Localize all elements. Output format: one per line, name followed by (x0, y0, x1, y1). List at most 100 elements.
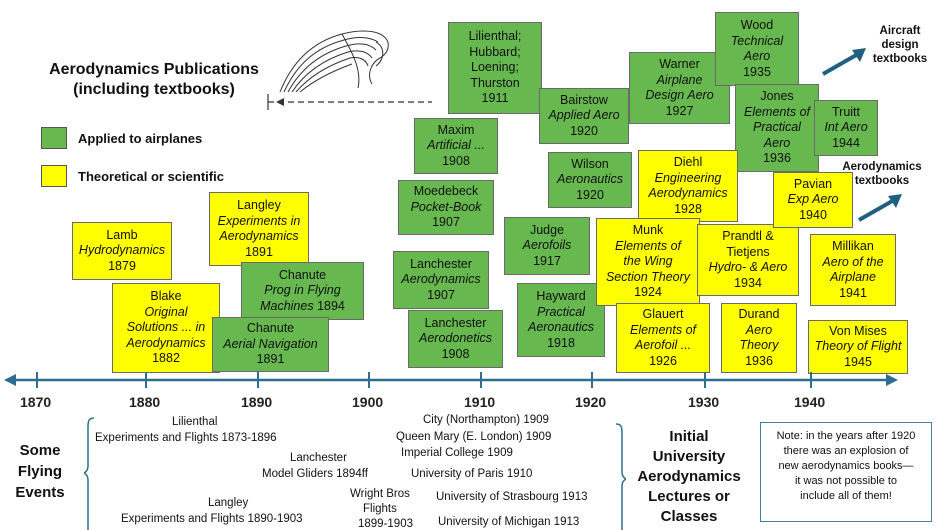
university-item: University of Michigan 1913 (438, 516, 580, 528)
legend-label-theoretical: Theoretical or scientific (78, 169, 224, 184)
pub-author: Prandtl & (722, 229, 774, 243)
pub-year: 1908 (441, 346, 470, 361)
pub-diehl: Diehl Engineering Aerodynamics 1928 (638, 150, 738, 222)
pub-author: Lamb (106, 227, 138, 242)
pub-moedebeck: Moedebeck Pocket-Book 1907 (398, 180, 494, 235)
pub-year: 1908 (442, 153, 470, 168)
pub-prandtl: Prandtl & Tietjens Hydro- & Aero 1934 (697, 224, 799, 296)
note-line: include all of them! (800, 490, 892, 502)
pub-title: Airplane (656, 72, 703, 87)
legend-swatch-theoretical (41, 165, 67, 187)
title-line-2: (including textbooks) (73, 81, 235, 98)
pub-title: Aerodynamics (126, 335, 206, 350)
pub-title: Exp Aero (787, 192, 839, 207)
tick-label-1940: 1940 (794, 394, 826, 410)
pub-year: 1907 (432, 215, 460, 230)
pub-author: Langley (237, 198, 281, 212)
pub-title: Aerodynamics (219, 229, 299, 243)
pub-year: 1882 (152, 351, 180, 366)
event-lanchester: Lanchester (290, 452, 347, 464)
pub-year: 1911 (481, 91, 509, 106)
label-line: Aerodynamics (842, 161, 922, 173)
pub-author: Glauert (642, 307, 684, 321)
event-langley: Langley (208, 497, 249, 509)
pub-title: Aerodonetics (419, 331, 492, 346)
university-label: Initial University Aerodynamics Lectures… (626, 427, 752, 527)
pub-blake: Blake Original Solutions ... in Aerodyna… (112, 283, 220, 373)
pub-year: 1944 (832, 135, 860, 150)
pub-author: Hubbard; (469, 44, 521, 59)
university-item: University of Paris 1910 (411, 468, 533, 480)
pub-author: Von Mises (829, 323, 887, 338)
label-line: Classes (660, 508, 718, 525)
label-line: Aircraft (879, 25, 921, 37)
pub-title: Elements of (629, 322, 696, 337)
pub-title: Aero (745, 322, 773, 337)
pub-title: Machines (260, 298, 314, 313)
label-line: Events (15, 484, 65, 501)
label-line: textbooks (854, 175, 910, 187)
pub-author: Thurston (470, 75, 520, 90)
label-line: design (881, 39, 919, 51)
pub-year: 1924 (634, 285, 662, 300)
pub-author: Wilson (571, 156, 609, 171)
pub-title: Original (144, 304, 188, 319)
pub-year: 1917 (533, 253, 561, 268)
pub-maxim: Maxim Artificial ... 1908 (414, 118, 498, 174)
pub-year: 1920 (570, 123, 598, 138)
pub-author: Munk (632, 223, 664, 238)
university-item: Queen Mary (E. London) 1909 (396, 431, 552, 443)
pub-title: Airplane (830, 270, 876, 284)
pub-year: 1928 (674, 201, 702, 216)
pub-title: Int Aero (824, 120, 868, 135)
event-langley-detail: Experiments and Flights 1890-1903 (121, 513, 303, 525)
pub-year: 1935 (743, 64, 771, 79)
note-line: Note: in the years after 1920 (776, 430, 916, 442)
pub-munk: Munk Elements of the Wing Section Theory… (596, 218, 700, 306)
pub-author: Lanchester (410, 256, 472, 271)
glider-sketch-image (267, 30, 432, 110)
pub-title: Experiments in (217, 213, 301, 228)
pub-author: Loening; (471, 60, 519, 75)
pub-title: Artificial ... (427, 138, 485, 153)
label-line: University (652, 448, 726, 465)
pub-author: Blake (150, 289, 182, 304)
pub-year: 1940 (799, 207, 827, 222)
pub-title: the Wing (623, 254, 673, 269)
pub-title: Elements of (743, 104, 810, 119)
pub-author: Lanchester (424, 315, 487, 330)
pub-year: 1926 (649, 353, 677, 368)
event-lanchester-detail: Model Gliders 1894ff (262, 468, 368, 480)
pub-bairstow: Bairstow Applied Aero 1920 (539, 88, 629, 144)
aero-textbooks-label: Aerodynamics textbooks (822, 160, 942, 188)
pub-wood: Wood Technical Aero 1935 (715, 12, 799, 86)
pub-author: Chanute (278, 267, 327, 282)
chart-title: Aerodynamics Publications (including tex… (14, 60, 294, 100)
pub-jones: Jones Elements of Practical Aero 1936 (735, 84, 819, 172)
pub-chanute-prog: Chanute Prog in Flying Machines 1894 (241, 262, 364, 320)
event-wright-flights: Flights (363, 503, 397, 515)
tick-label-1920: 1920 (575, 394, 607, 410)
pub-title: Aerofoils (522, 238, 572, 253)
aircraft-arrow-icon (822, 48, 866, 76)
note-line: it was not possible to (794, 475, 898, 487)
university-item: Imperial College 1909 (401, 447, 513, 459)
pub-title: Aero of the (822, 254, 884, 269)
pub-author: Pavian (793, 176, 833, 191)
pub-warner: Warner Airplane Design Aero 1927 (629, 52, 730, 124)
pub-title: Aerodynamics (648, 186, 728, 200)
tick-label-1880: 1880 (129, 394, 161, 410)
pub-year: 1918 (547, 335, 575, 350)
note-box: Note: in the years after 1920 there was … (760, 422, 932, 522)
label-line: Some (19, 442, 61, 459)
pub-langley: Langley Experiments in Aerodynamics 1891 (209, 192, 309, 266)
university-item: University of Strasbourg 1913 (436, 491, 588, 503)
pub-title: Hydro- & Aero (708, 260, 788, 274)
tick-label-1890: 1890 (241, 394, 273, 410)
pub-title: Solutions ... in (126, 320, 206, 335)
pub-lamb: Lamb Hydrodynamics 1879 (72, 222, 172, 280)
flying-events-bracket (84, 417, 95, 530)
pub-author: Tietjens (726, 244, 770, 259)
pub-year: 1894 (317, 298, 345, 313)
aero-arrow-icon (858, 194, 902, 222)
